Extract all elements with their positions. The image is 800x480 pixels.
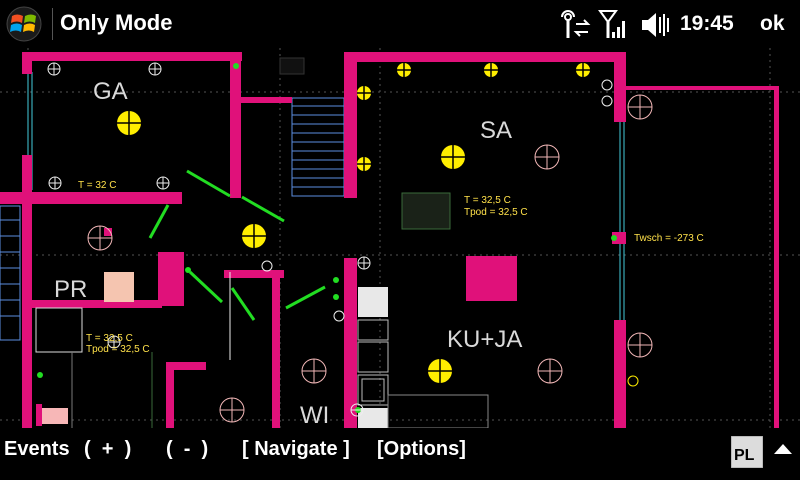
start-button[interactable] <box>2 4 50 44</box>
app-title: Only Mode <box>60 10 173 35</box>
events-menu[interactable]: Events <box>4 438 70 460</box>
stairs <box>0 97 345 341</box>
temp-pr-floor: Tpod = 32,5 C <box>86 344 150 355</box>
title-separator <box>52 8 53 40</box>
title-bar: Only Mode 19:45 ok <box>0 0 800 48</box>
temp-pr: T = 32,5 C <box>86 333 133 344</box>
ok-button[interactable]: ok <box>760 12 785 35</box>
temp-water: Twsch = -273 C <box>634 233 704 244</box>
navigate-menu[interactable]: [ Navigate ] <box>242 438 350 460</box>
zoom-in-button[interactable]: ( + ) <box>84 438 132 460</box>
zoom-out-button[interactable]: ( - ) <box>166 438 209 460</box>
clock[interactable]: 19:45 <box>680 12 734 35</box>
up-arrow-icon[interactable] <box>772 440 794 456</box>
room-label-sa[interactable]: SA <box>480 117 513 144</box>
pl-label: PL <box>734 447 755 464</box>
temp-sa-floor: Tpod = 32,5 C <box>464 207 528 218</box>
room-label-ga[interactable]: GA <box>93 78 128 105</box>
room-label-wi[interactable]: WI <box>300 402 330 429</box>
menu-bar: Events ( + ) ( - ) [ Navigate ] [Options… <box>0 428 800 480</box>
windows-logo-icon <box>6 6 42 42</box>
floor-plan[interactable]: GA SA PR KU+JA WI T = 32 C T = 32,5 C Tp… <box>0 48 800 429</box>
floor-plan-drawing <box>0 48 800 428</box>
signal-strength-icon[interactable] <box>598 8 628 42</box>
network-sync-icon[interactable] <box>558 8 592 42</box>
speaker-muted-icon[interactable] <box>638 8 672 42</box>
options-menu[interactable]: [Options] <box>377 438 466 460</box>
input-language-icon[interactable]: PL <box>730 435 764 469</box>
temp-ga: T = 32 C <box>78 180 117 191</box>
temp-sa: T = 32,5 C <box>464 195 511 206</box>
room-label-kuja[interactable]: KU+JA <box>447 326 523 353</box>
room-label-pr[interactable]: PR <box>54 276 88 303</box>
